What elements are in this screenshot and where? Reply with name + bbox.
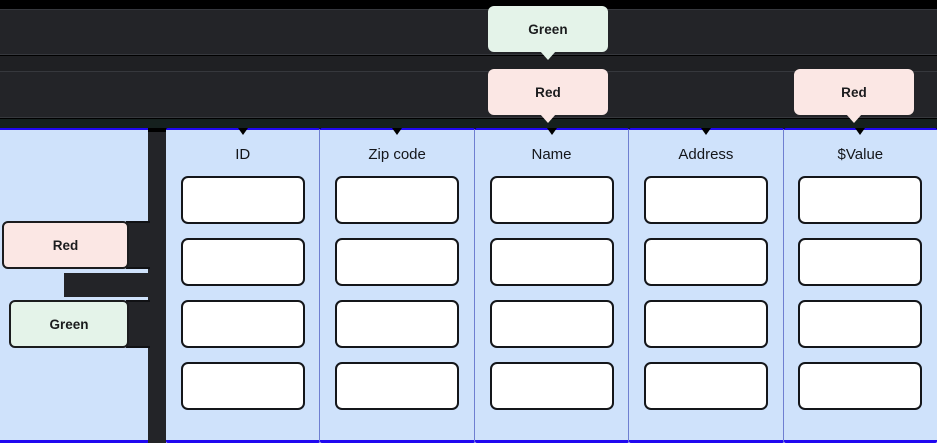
- table-cell-input[interactable]: [643, 362, 768, 410]
- table-cell-input[interactable]: [798, 176, 923, 224]
- data-table: ID Zip code Name Address: [166, 128, 937, 443]
- table-column-name[interactable]: Name: [474, 128, 630, 443]
- table-cell-input[interactable]: [335, 362, 460, 410]
- table-column-value[interactable]: $Value: [783, 128, 937, 443]
- table-cell-input[interactable]: [489, 238, 614, 286]
- sidebar-chip-green-label: Green: [49, 316, 89, 332]
- tooltip-arrow-down-icon: [540, 114, 556, 123]
- column-caret-icon: [855, 128, 866, 135]
- gutter-nub-middle: [64, 273, 150, 297]
- table-cell-input[interactable]: [180, 176, 305, 224]
- table-cell-input[interactable]: [798, 362, 923, 410]
- table-cell-input[interactable]: [643, 300, 768, 348]
- column-caret-icon: [392, 128, 403, 135]
- sidebar-chip-red-label: Red: [52, 237, 79, 253]
- main-content: Red Green ID Zip code Name: [0, 128, 937, 443]
- tooltip-red-top[interactable]: Red: [488, 69, 608, 123]
- table-cell-input[interactable]: [489, 300, 614, 348]
- column-caret-icon: [700, 128, 711, 135]
- table-cell-input[interactable]: [180, 238, 305, 286]
- table-cell-input[interactable]: [489, 176, 614, 224]
- table-column-id[interactable]: ID: [166, 128, 321, 443]
- column-caret-icon: [237, 128, 248, 135]
- background-band-thin: [0, 119, 937, 128]
- sidebar-chip-green[interactable]: Green: [9, 300, 129, 348]
- gutter-nub-red: [126, 221, 150, 269]
- table-cell-input[interactable]: [798, 238, 923, 286]
- sidebar-chip-red[interactable]: Red: [2, 221, 129, 269]
- column-caret-icon: [546, 128, 557, 135]
- background-band-second: [0, 71, 937, 118]
- tooltip-green-top[interactable]: Green: [488, 6, 608, 60]
- table-column-address[interactable]: Address: [629, 128, 784, 443]
- table-cell-input[interactable]: [798, 300, 923, 348]
- table-column-zip-code[interactable]: Zip code: [320, 128, 475, 443]
- tooltip-red-right[interactable]: Red: [794, 69, 914, 123]
- panel-table-gutter-cap: [148, 128, 166, 132]
- table-cell-input[interactable]: [489, 362, 614, 410]
- table-cell-input[interactable]: [335, 300, 460, 348]
- tooltip-arrow-down-icon: [540, 51, 556, 60]
- tooltip-arrow-down-icon: [846, 114, 862, 123]
- tooltip-red-top-label: Red: [535, 84, 561, 100]
- table-cell-input[interactable]: [335, 176, 460, 224]
- gutter-nub-green: [126, 300, 150, 348]
- table-cell-input[interactable]: [180, 362, 305, 410]
- table-cell-input[interactable]: [643, 176, 768, 224]
- column-header-zip-code: Zip code: [368, 146, 426, 163]
- column-header-name: Name: [531, 146, 572, 163]
- table-cell-input[interactable]: [335, 238, 460, 286]
- column-header-value: $Value: [837, 146, 884, 163]
- background-band-top: [0, 9, 937, 55]
- tooltip-red-right-label: Red: [841, 84, 867, 100]
- table-cell-input[interactable]: [643, 238, 768, 286]
- panel-table-gutter: [148, 128, 166, 443]
- dark-background-region: [0, 0, 937, 128]
- table-cell-input[interactable]: [180, 300, 305, 348]
- column-header-address: Address: [678, 146, 734, 163]
- background-band-gap: [0, 56, 937, 71]
- column-header-id: ID: [235, 146, 251, 163]
- tooltip-green-top-label: Green: [528, 21, 568, 37]
